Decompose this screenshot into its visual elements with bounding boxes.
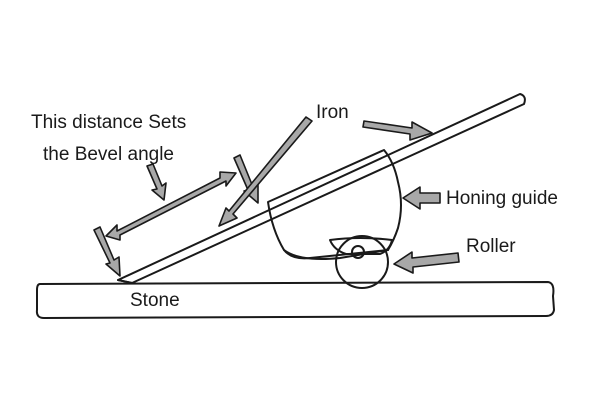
- honing-guide-body: [267, 149, 402, 260]
- roller-arrow: [393, 251, 460, 274]
- bevel-edge: [117, 279, 133, 284]
- distance-double-arrow: [105, 171, 237, 241]
- label-stone: Stone: [130, 290, 180, 311]
- distance-pointer-arrow: [146, 163, 167, 201]
- label-distance-line1: This distance Sets: [31, 112, 186, 133]
- tip-arrow: [93, 226, 121, 277]
- roller-wheel: [335, 235, 389, 289]
- label-honing-guide: Honing guide: [446, 188, 558, 209]
- roller-mount: [329, 237, 393, 255]
- stone: [35, 281, 555, 319]
- honing-guide-arrow: [402, 186, 441, 210]
- label-distance-line2: the Bevel angle: [43, 144, 174, 165]
- iron-pointer-arrow: [218, 116, 313, 227]
- iron-blade: [117, 93, 526, 284]
- label-iron: Iron: [316, 102, 349, 123]
- iron-right-arrow: [362, 120, 433, 141]
- roller-axle: [351, 245, 365, 259]
- label-roller: Roller: [466, 236, 516, 257]
- honing-guide-lower: [283, 249, 389, 260]
